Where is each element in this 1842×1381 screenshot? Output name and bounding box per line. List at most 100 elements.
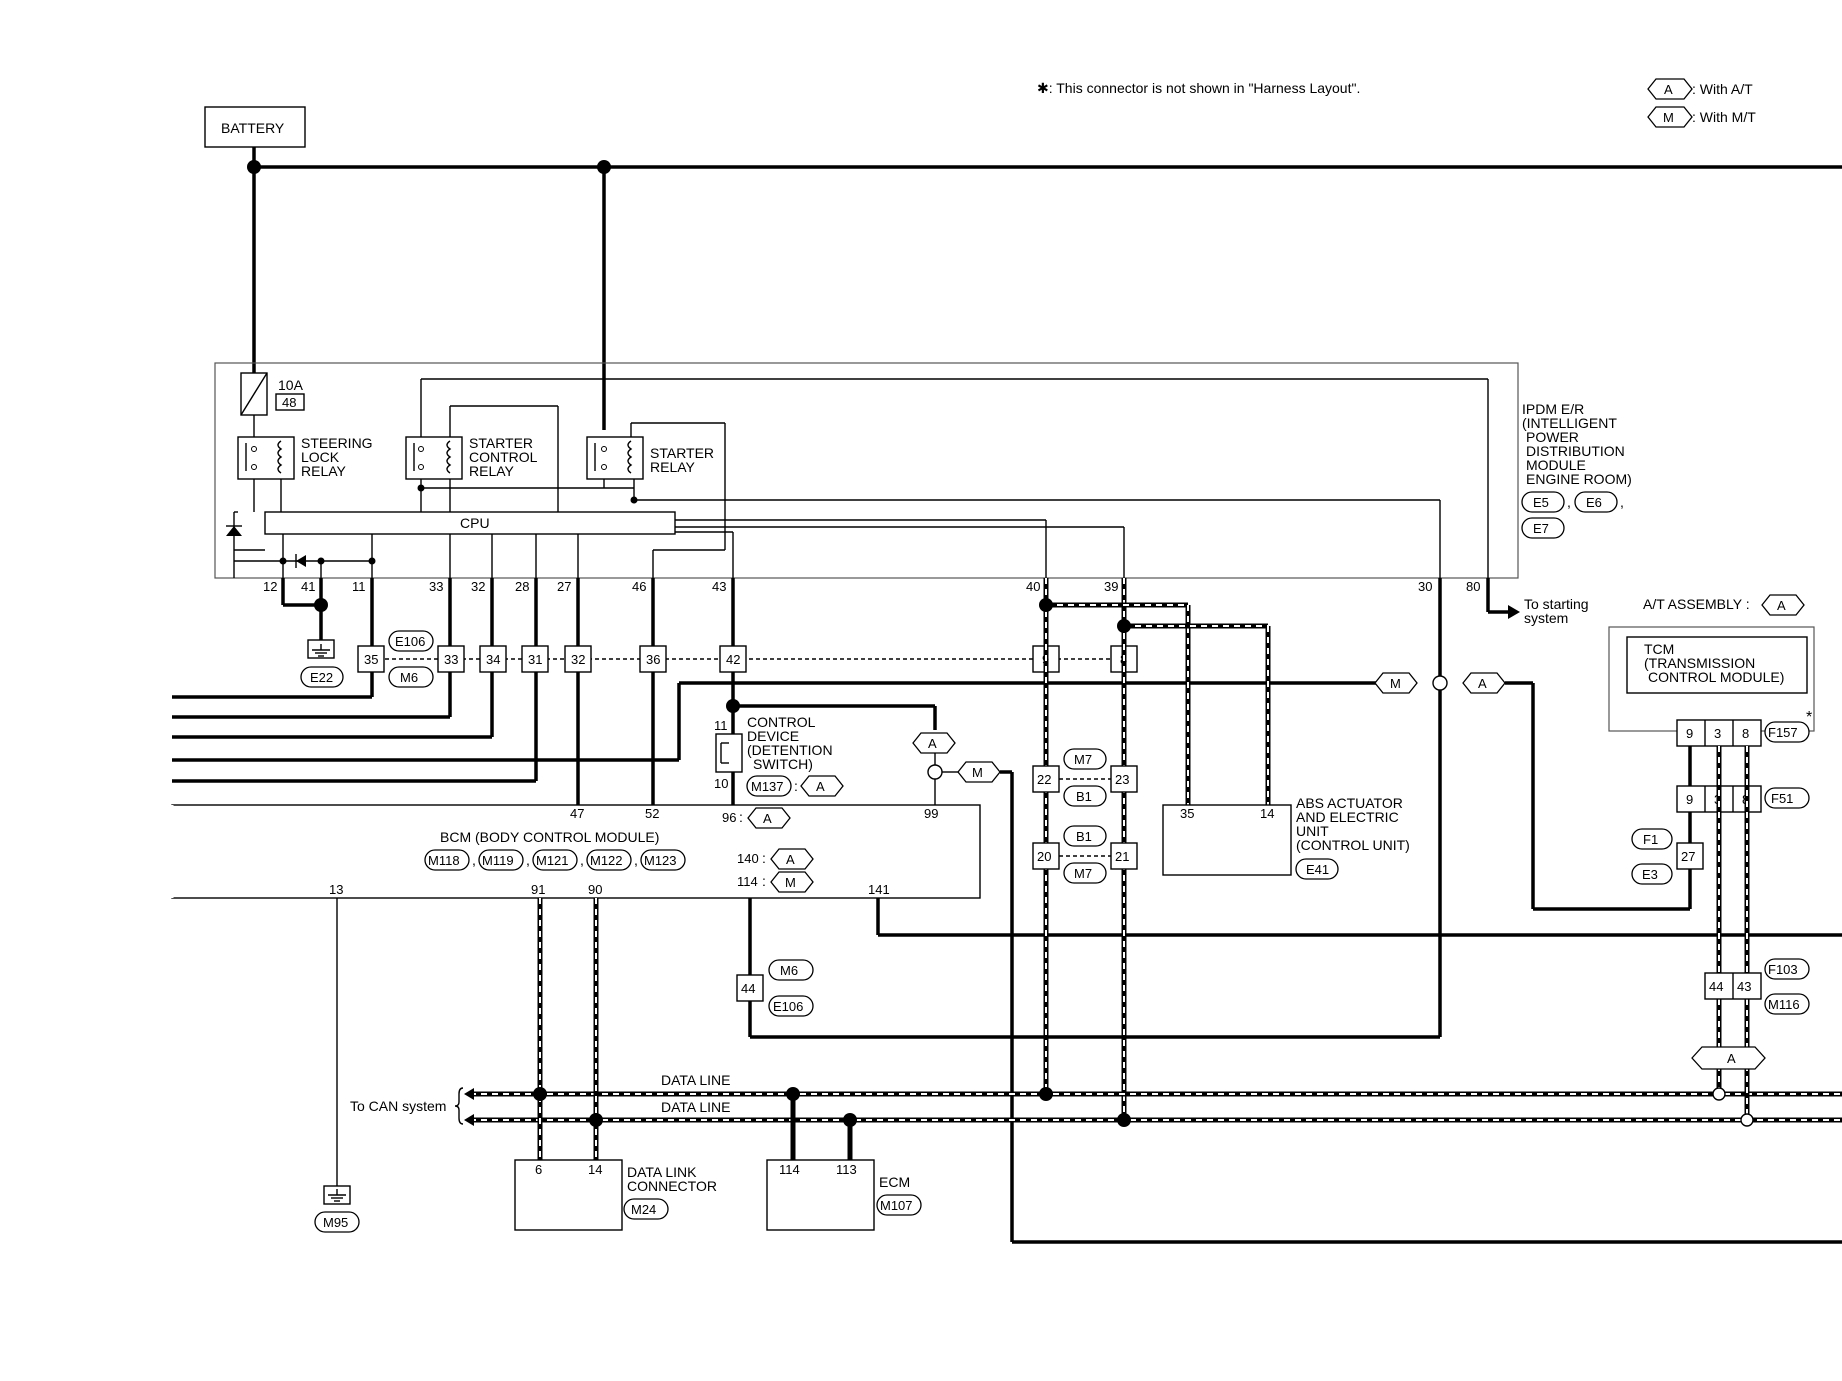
svg-text:TCM: TCM [1644,641,1674,657]
svg-text:IPDM E/R: IPDM E/R [1522,401,1584,417]
svg-text:B1: B1 [1076,829,1092,844]
bcm-pins-top: 47 52 96 99 [570,806,938,825]
steering-lock-relay [237,415,295,512]
control-device-variant-hex [800,775,844,797]
svg-text:*: * [1806,709,1812,726]
svg-text:52: 52 [645,806,659,821]
svg-text:(INTELLIGENT: (INTELLIGENT [1522,415,1617,431]
svg-text:10: 10 [714,776,728,791]
svg-text:A: A [1727,1051,1736,1066]
svg-text:CONTROL MODULE): CONTROL MODULE) [1648,669,1784,685]
svg-text:LOCK: LOCK [301,449,340,465]
svg-text:11: 11 [714,718,728,733]
ground-e22 [281,578,335,659]
svg-text:M95: M95 [323,1215,348,1230]
svg-text:41: 41 [301,579,315,594]
tcm-can-wires: 44 43 A [1691,746,1766,1127]
svg-text:F1: F1 [1643,832,1658,847]
svg-text:ABS ACTUATOR: ABS ACTUATOR [1296,795,1403,811]
control-device-label: CONTROL DEVICE (DETENTION SWITCH) [747,714,833,772]
svg-text:,: , [580,852,584,868]
pin96-variant-hex [747,807,791,829]
legend-a-letter: A [1664,82,1673,97]
connector-note: ✱: This connector is not shown in "Harne… [1037,80,1360,96]
f51-connector [1764,787,1810,809]
svg-text:46: 46 [632,579,646,594]
svg-text:9: 9 [1686,726,1693,741]
e106-44-m6 [768,959,814,981]
svg-text:32: 32 [471,579,485,594]
svg-text:M: M [785,875,796,890]
ipdm-pins: 12 41 11 33 32 28 27 46 43 40 39 30 80 [263,579,1480,594]
data-line-1-label: DATA LINE [661,1072,731,1088]
ipdm-connector-e7 [1521,517,1565,539]
svg-text:47: 47 [570,806,584,821]
m107-connector [876,1194,922,1216]
m7-b1-connectors: 22 23 M7 B1 20 21 B1 M7 [1032,748,1138,884]
svg-text:M7: M7 [1074,866,1092,881]
svg-text:M24: M24 [631,1202,656,1217]
svg-text::: : [762,850,766,866]
svg-text:E106: E106 [395,634,425,649]
dlc-box [514,1159,623,1231]
svg-text:14: 14 [588,1162,602,1177]
bcm-box [171,804,981,899]
svg-text:A: A [1777,598,1786,613]
svg-text:6: 6 [535,1162,542,1177]
tcm-label: TCM (TRANSMISSION CONTROL MODULE) [1644,641,1784,685]
ipdm-connector-e6 [1574,491,1618,513]
svg-text:39: 39 [1104,579,1118,594]
starter-relay [421,422,1441,578]
starter-relay-label: STARTER RELAY [650,445,714,475]
svg-text:27: 27 [1681,849,1695,864]
svg-text:13: 13 [329,882,343,897]
svg-text:40: 40 [1026,579,1040,594]
m116-connector [1764,993,1810,1015]
svg-text::: : [739,809,743,825]
ipdm-label: IPDM E/R (INTELLIGENT POWER DISTRIBUTION… [1522,401,1632,487]
pin99-junction [927,764,943,780]
svg-text:CONTROL: CONTROL [747,714,816,730]
svg-text:,: , [526,852,530,868]
ground-m95 [323,898,351,1205]
m95-connector [314,1211,360,1233]
svg-text:91: 91 [531,882,545,897]
svg-text:44: 44 [741,981,755,996]
svg-text:140: 140 [737,851,759,866]
joint-connector-row: 35 33 34 31 32 36 42 9 8 [357,645,1138,673]
abs-label: ABS ACTUATOR AND ELECTRIC UNIT (CONTROL … [1296,795,1410,853]
svg-text:M7: M7 [1074,752,1092,767]
svg-text:96: 96 [722,810,736,825]
svg-text:MODULE: MODULE [1526,457,1586,473]
svg-text:M: M [1390,676,1401,691]
svg-text:33: 33 [429,579,443,594]
svg-text:30: 30 [1418,579,1432,594]
svg-text:34: 34 [486,652,500,667]
e3-connector [1631,863,1673,885]
svg-text:B1: B1 [1076,789,1092,804]
svg-text:M6: M6 [780,963,798,978]
cpu-label: CPU [460,515,490,531]
svg-text:48: 48 [282,395,296,410]
svg-text:E5: E5 [1533,495,1549,510]
svg-text:POWER: POWER [1526,429,1579,445]
fuse-number-box [275,393,305,411]
f157-pins: 9 3 8 [1676,719,1762,747]
pin99-variant-a-hex [912,732,956,754]
svg-text:,: , [1620,494,1624,510]
e22-connector [300,666,344,688]
ecm-label: ECM [879,1174,910,1190]
svg-text::: : [762,873,766,889]
legend-m-text: : With M/T [1692,109,1756,125]
svg-text:3: 3 [1714,726,1721,741]
svg-text:A: A [1478,676,1487,691]
battery-wires [247,147,1842,430]
svg-text:36: 36 [646,652,660,667]
svg-text:23: 23 [1115,772,1129,787]
ipdm-connector-e5 [1521,491,1565,513]
svg-text:E6: E6 [1586,495,1602,510]
svg-text:33: 33 [444,652,458,667]
svg-text:M: M [972,765,983,780]
